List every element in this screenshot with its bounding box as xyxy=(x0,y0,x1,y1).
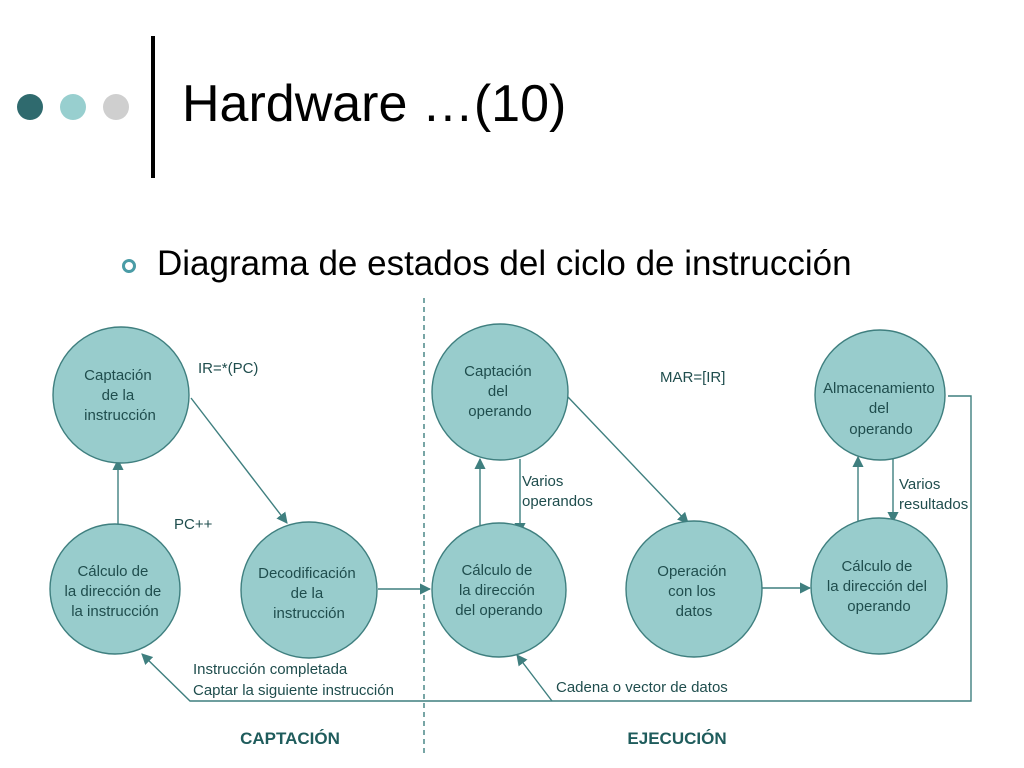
node-label-calculo-direccion-operando-2: Cálculo de la dirección del operando xyxy=(827,558,931,615)
ring-bullet-icon xyxy=(122,259,136,273)
node-label-operacion-datos: Operación con los datos xyxy=(657,563,730,620)
node-calculo-direccion-operando-1 xyxy=(431,522,567,658)
edge-captacion-instr-to-decodificacion xyxy=(190,397,288,524)
node-label-calculo-direccion-operando-1: Cálculo de la dirección del operando xyxy=(455,562,543,619)
dot-gray xyxy=(103,94,129,120)
annotation-varios-resultados: Varios resultados xyxy=(899,476,968,513)
annotation-instruccion-completada: Instrucción completada Captar la siguien… xyxy=(193,661,394,699)
annotation-mar-ir: MAR=[IR] xyxy=(660,369,725,386)
annotations: IR=*(PC) PC++ MAR=[IR] Varios operandos … xyxy=(174,360,968,699)
node-captacion-operando xyxy=(431,323,569,461)
edges xyxy=(112,395,972,702)
nodes xyxy=(49,323,948,659)
node-calculo-direccion-instruccion xyxy=(49,523,181,655)
node-calculo-direccion-operando-2 xyxy=(810,517,948,655)
node-label-almacenamiento-operando: Almacenamiento del operando xyxy=(823,380,939,438)
annotation-varios-operandos: Varios operandos xyxy=(522,473,593,510)
section-label-captacion: CAPTACIÓN xyxy=(240,729,340,748)
node-label-captacion-instruccion: Captación de la instrucción xyxy=(84,367,156,424)
edge-cadena-vector-to-calc-operando xyxy=(516,654,553,702)
dot-light xyxy=(60,94,86,120)
node-decodificacion-instruccion xyxy=(240,521,378,659)
slide-title: Hardware …(10) xyxy=(182,75,567,133)
node-label-decodificacion-instruccion: Decodificación de la instrucción xyxy=(258,565,360,622)
node-label-captacion-operando: Captación del operando xyxy=(464,363,536,420)
node-captacion-instruccion xyxy=(52,326,190,464)
annotation-ir-pc: IR=*(PC) xyxy=(198,360,258,377)
title-divider xyxy=(151,36,155,178)
bullet-text: Diagrama de estados del ciclo de instruc… xyxy=(157,244,852,283)
annotation-pc-inc: PC++ xyxy=(174,516,213,533)
edge-captacion-operando-to-operacion xyxy=(567,396,689,524)
edge-almacenamiento-return-loop xyxy=(141,395,972,702)
node-almacenamiento-operando xyxy=(814,329,946,461)
annotation-cadena-vector: Cadena o vector de datos xyxy=(556,679,728,696)
node-label-calculo-direccion-instruccion: Cálculo de la dirección de la instrucció… xyxy=(65,563,166,620)
dot-dark xyxy=(17,94,43,120)
node-labels: Captación de la instrucción Cálculo de l… xyxy=(65,363,939,622)
section-labels: CAPTACIÓN EJECUCIÓN xyxy=(240,729,726,748)
node-operacion-datos xyxy=(625,520,763,658)
section-label-ejecucion: EJECUCIÓN xyxy=(627,729,726,748)
